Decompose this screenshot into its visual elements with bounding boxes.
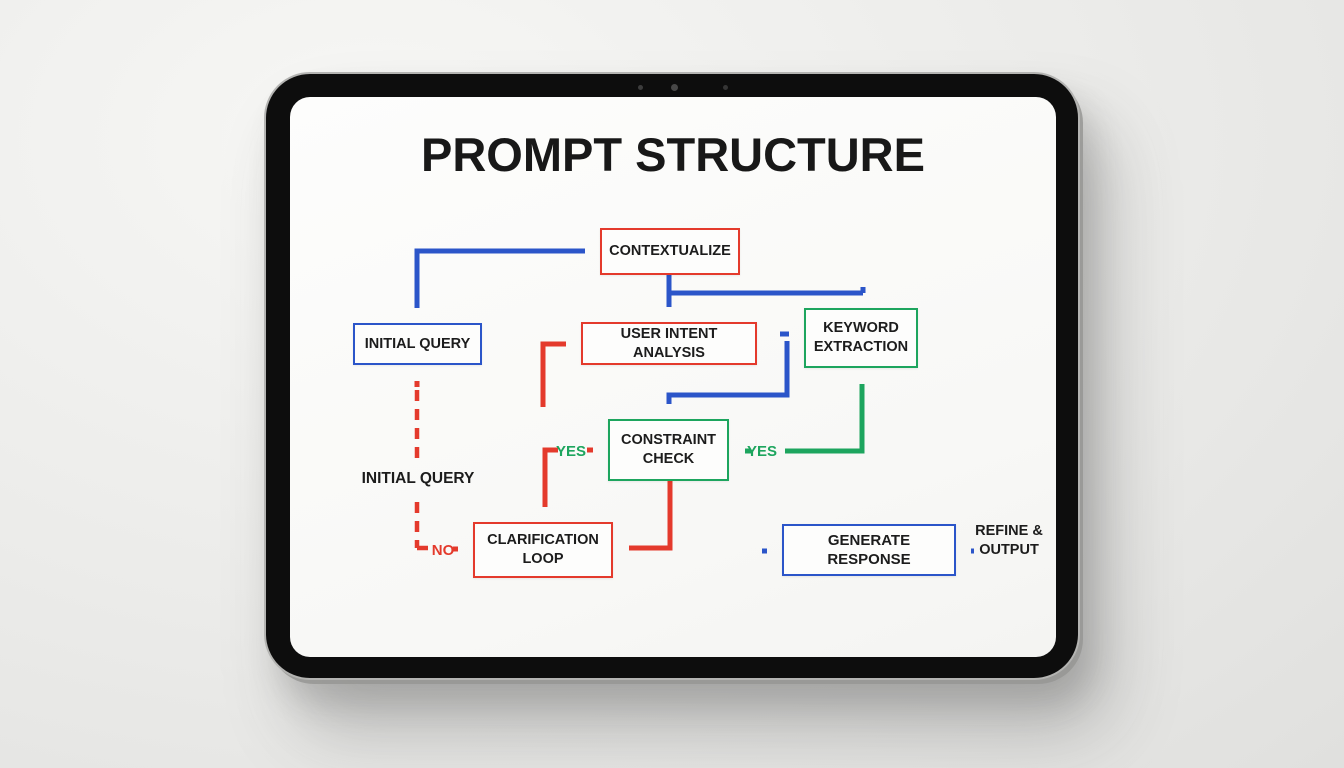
- node-clarification-loop: CLARIFICATION LOOP: [473, 522, 613, 578]
- yes-left-label: YES: [556, 443, 586, 460]
- tablet-device: PROMPT STRUCTURE: [264, 72, 1080, 680]
- camera-dot: [723, 85, 728, 90]
- camera-dot: [671, 84, 678, 91]
- node-constraint-check: CONSTRAINT CHECK: [608, 419, 729, 481]
- camera-dot: [638, 85, 643, 90]
- refine-output-line2: OUTPUT: [979, 542, 1039, 558]
- node-keyword-extraction: KEYWORD EXTRACTION: [804, 308, 918, 368]
- tablet-screen: PROMPT STRUCTURE: [290, 97, 1056, 657]
- arrow-userintent-constraint: [666, 341, 790, 404]
- initial-query-note: INITIAL QUERY: [361, 470, 475, 487]
- flowchart-arrows: YES YES NO: [414, 248, 974, 559]
- arrow-into-userintent: [540, 341, 566, 407]
- node-initial-query: INITIAL QUERY: [353, 323, 482, 365]
- arrow-initialquery-contextualize: [414, 248, 584, 308]
- refine-output-note: REFINE & OUTPUT: [966, 522, 1052, 560]
- page-title: PROMPT STRUCTURE: [421, 128, 925, 181]
- node-contextualize: CONTEXTUALIZE: [600, 228, 740, 275]
- arrow-yes-keyword: [785, 384, 865, 454]
- yes-right-label: YES: [747, 443, 777, 460]
- arrow-yes-clarification: [542, 447, 558, 507]
- arrow-constraint-clarification: [629, 481, 673, 551]
- node-generate-response: GENERATE RESPONSE: [782, 524, 956, 576]
- refine-output-line1: REFINE &: [975, 523, 1043, 539]
- node-user-intent-analysis: USER INTENT ANALYSIS: [581, 322, 757, 365]
- no-label: NO: [432, 542, 455, 559]
